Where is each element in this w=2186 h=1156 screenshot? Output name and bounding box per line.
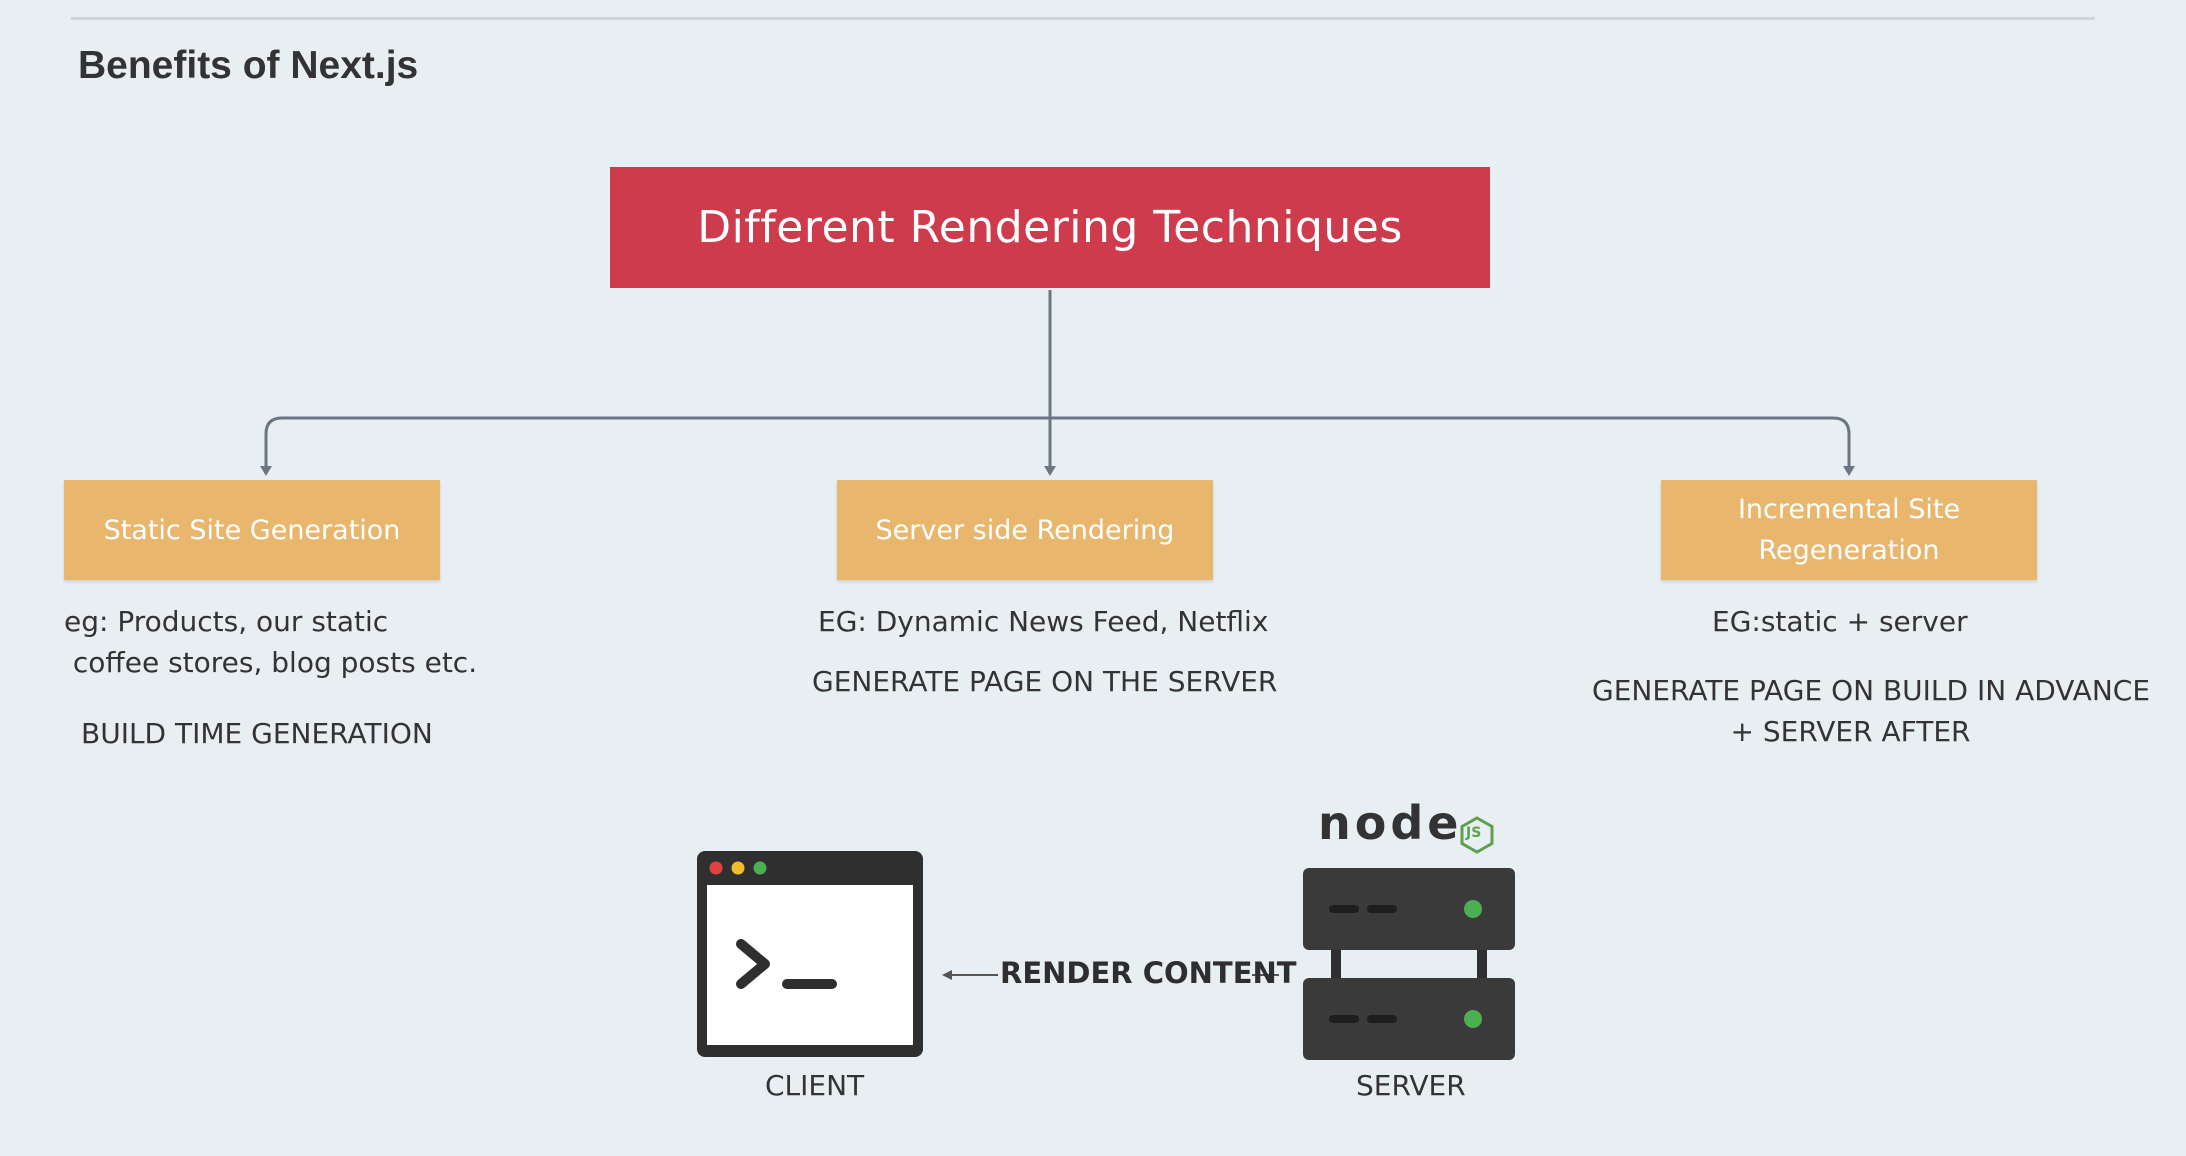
nodejs-logo-text: node [1318, 796, 1463, 850]
render-content-label: RENDER CONTENT [1000, 956, 1297, 990]
root-box: Different Rendering Techniques [610, 167, 1490, 288]
arrowhead-middle [1044, 466, 1056, 476]
ssg-note: BUILD TIME GENERATION [81, 717, 433, 750]
branch-line-right [1050, 416, 1851, 470]
arrowhead-left [260, 466, 272, 476]
slide-title: Benefits of Next.js [78, 44, 419, 87]
nodejs-logo: node JS [1318, 796, 1498, 856]
isr-note: GENERATE PAGE ON BUILD IN ADVANCE + SERV… [1592, 674, 2151, 748]
top-divider [71, 17, 2095, 20]
client-label: CLIENT [765, 1069, 865, 1102]
terminal-window-icon [697, 851, 923, 1057]
branch-box-ssr: Server side Rendering [837, 480, 1213, 580]
ssr-example: EG: Dynamic News Feed, Netflix [818, 605, 1269, 638]
branch-box-isr: Incremental Site Regeneration [1661, 480, 2037, 580]
nodejs-badge-text: JS [1466, 825, 1482, 841]
branch-line-left [264, 416, 1050, 470]
ssr-note: GENERATE PAGE ON THE SERVER [812, 665, 1278, 698]
nodejs-hexagon-icon [1460, 816, 1494, 854]
ssg-example: eg: Products, our static coffee stores, … [64, 605, 478, 679]
server-label: SERVER [1356, 1069, 1466, 1102]
branch-box-ssg: Static Site Generation [64, 480, 440, 580]
arrowhead-right [1843, 466, 1855, 476]
isr-example: EG:static + server [1712, 605, 1968, 638]
server-rack-icon [1303, 868, 1515, 1060]
render-arrow [942, 970, 1279, 980]
